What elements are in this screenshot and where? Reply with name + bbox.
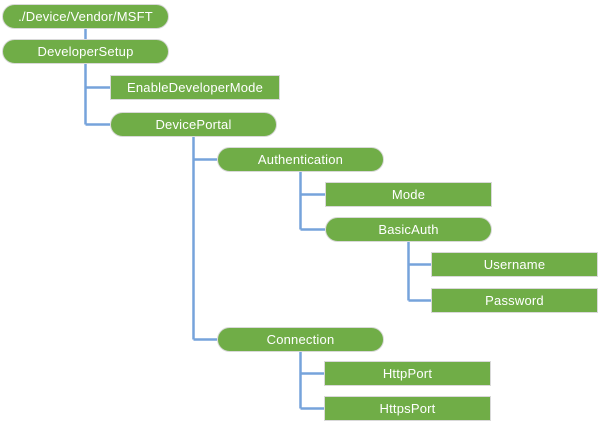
node-connection: Connection xyxy=(217,327,384,352)
node-basic-auth: BasicAuth xyxy=(325,217,492,242)
node-http-port: HttpPort xyxy=(324,361,491,386)
node-username: Username xyxy=(431,252,598,277)
node-authentication: Authentication xyxy=(217,147,384,172)
node-device-portal: DevicePortal xyxy=(110,112,277,137)
node-developer-setup: DeveloperSetup xyxy=(2,39,169,64)
node-password: Password xyxy=(431,288,598,313)
node-root: ./Device/Vendor/MSFT xyxy=(2,4,169,29)
node-mode: Mode xyxy=(325,182,492,207)
node-https-port: HttpsPort xyxy=(324,396,491,421)
node-enable-developer-mode: EnableDeveloperMode xyxy=(110,75,280,100)
